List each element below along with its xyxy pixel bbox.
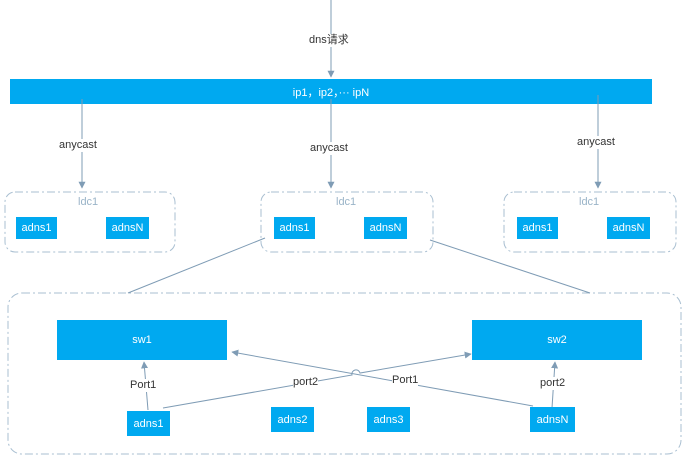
ldc-right-adnsN: adnsN	[607, 217, 650, 239]
center-ldc-to-container-left	[127, 237, 266, 294]
port-label-adns1-sw1: Port1	[130, 379, 157, 392]
ldc-center-adnsN: adnsN	[364, 217, 407, 239]
ldc-right-adns1: adns1	[517, 217, 558, 239]
anycast-label-left: anycast	[59, 139, 97, 152]
switch-sw1: sw1	[57, 320, 227, 360]
ldc-left-adnsN: adnsN	[106, 217, 149, 239]
ip-bar-label: ip1，ip2，··· ipN	[292, 86, 370, 99]
dns-request-label: dns请求	[309, 34, 349, 47]
anycast-label-right: anycast	[577, 136, 615, 149]
port-label-adnsN-sw1: Port1	[392, 374, 419, 387]
ldc-title-left: ldc1	[78, 196, 99, 208]
ldc-container-left	[4, 191, 176, 253]
bottom-adns2: adns2	[271, 407, 314, 432]
switch-sw2: sw2	[472, 320, 642, 360]
bottom-adns1: adns1	[127, 411, 170, 436]
ldc-left-adns1: adns1	[16, 217, 57, 239]
bottom-adnsN: adnsN	[530, 407, 575, 432]
ldc-center-adns1: adns1	[274, 217, 315, 239]
port-label-adns1-sw2: port2	[293, 376, 319, 389]
center-ldc-to-container-right	[429, 239, 591, 294]
anycast-label-center: anycast	[310, 142, 348, 155]
port-label-adnsN-sw2: port2	[540, 377, 566, 390]
ldc-title-right: ldc1	[579, 196, 600, 208]
bottom-adns3: adns3	[367, 407, 410, 432]
ldc-container-right	[503, 191, 677, 253]
ldc-container-center	[260, 191, 434, 253]
ldc-title-center: ldc1	[336, 196, 357, 208]
adns1-to-sw2-link	[162, 351, 472, 409]
switch-container	[7, 292, 682, 455]
adnsN-to-sw1-link	[231, 349, 534, 407]
